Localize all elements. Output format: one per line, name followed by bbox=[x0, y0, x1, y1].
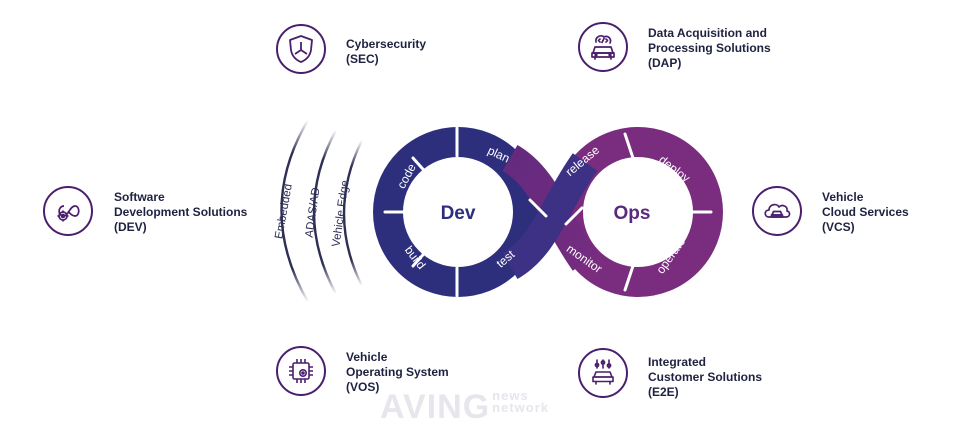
dap-badge bbox=[578, 22, 628, 72]
car-code-icon bbox=[591, 34, 615, 60]
vcs-label-line: Vehicle bbox=[822, 190, 864, 204]
arc-adas bbox=[312, 128, 338, 296]
vcs-label-line: (VCS) bbox=[822, 220, 855, 234]
dap-label-line: Data Acquisition and bbox=[648, 26, 767, 40]
dev-gear-icon bbox=[57, 205, 80, 222]
chip-gear-icon bbox=[289, 359, 313, 383]
vcs-label: Vehicle Cloud Services (VCS) bbox=[822, 190, 909, 235]
dev-label: Software Development Solutions (DEV) bbox=[114, 190, 247, 235]
dev-label-line: Software bbox=[114, 190, 165, 204]
e2e-label-line: Customer Solutions bbox=[648, 370, 763, 384]
sec-label-line: Cybersecurity bbox=[346, 37, 427, 51]
dev-label-line: (DEV) bbox=[114, 220, 147, 234]
separator bbox=[623, 132, 635, 160]
e2e-label-line: (E2E) bbox=[648, 385, 679, 399]
arc-vehicle-edge bbox=[342, 138, 364, 288]
infinity-loop: code plan release deploy operate monitor… bbox=[373, 126, 723, 298]
separator bbox=[528, 198, 548, 218]
dap-label: Data Acquisition and Processing Solution… bbox=[648, 26, 771, 71]
separator bbox=[623, 264, 635, 292]
separator bbox=[411, 156, 431, 178]
ops-label: Ops bbox=[614, 203, 651, 224]
vos-label-line: Vehicle bbox=[346, 350, 388, 364]
car-controls-icon bbox=[592, 359, 614, 385]
vos-label: Vehicle Operating System (VOS) bbox=[346, 350, 449, 395]
vos-badge bbox=[276, 346, 326, 396]
dev-label-line: Development Solutions bbox=[114, 205, 248, 219]
dev-badge bbox=[43, 186, 93, 236]
layer-embedded: Embedded bbox=[273, 183, 294, 240]
layer-arcs bbox=[280, 118, 364, 304]
separator bbox=[564, 206, 584, 226]
e2e-badge bbox=[578, 348, 628, 398]
shield-icon bbox=[289, 35, 313, 63]
vos-label-line: (VOS) bbox=[346, 380, 380, 394]
watermark-main: AVING bbox=[380, 388, 491, 426]
layer-adas: ADAS/AD bbox=[304, 187, 323, 239]
e2e-label: Integrated Customer Solutions (E2E) bbox=[648, 355, 762, 400]
separator bbox=[411, 246, 431, 268]
arc-embedded bbox=[280, 118, 310, 304]
watermark-network: network bbox=[492, 400, 549, 415]
dap-label-line: Processing Solutions bbox=[648, 41, 771, 55]
sec-label: Cybersecurity (SEC) bbox=[346, 37, 426, 67]
watermark-news: news bbox=[492, 388, 529, 403]
e2e-label-line: Integrated bbox=[648, 355, 707, 369]
vcs-label-line: Cloud Services bbox=[822, 205, 909, 219]
vcs-badge bbox=[752, 186, 802, 236]
dev-label: Dev bbox=[441, 203, 476, 224]
sec-badge bbox=[276, 24, 326, 74]
car-cloud-icon bbox=[764, 203, 791, 218]
layer-vehicle-edge: Vehicle Edge bbox=[330, 180, 351, 248]
cross-band-lower bbox=[501, 153, 598, 280]
sec-label-line: (SEC) bbox=[346, 52, 379, 66]
vos-label-line: Operating System bbox=[346, 365, 449, 379]
dap-label-line: (DAP) bbox=[648, 56, 682, 70]
